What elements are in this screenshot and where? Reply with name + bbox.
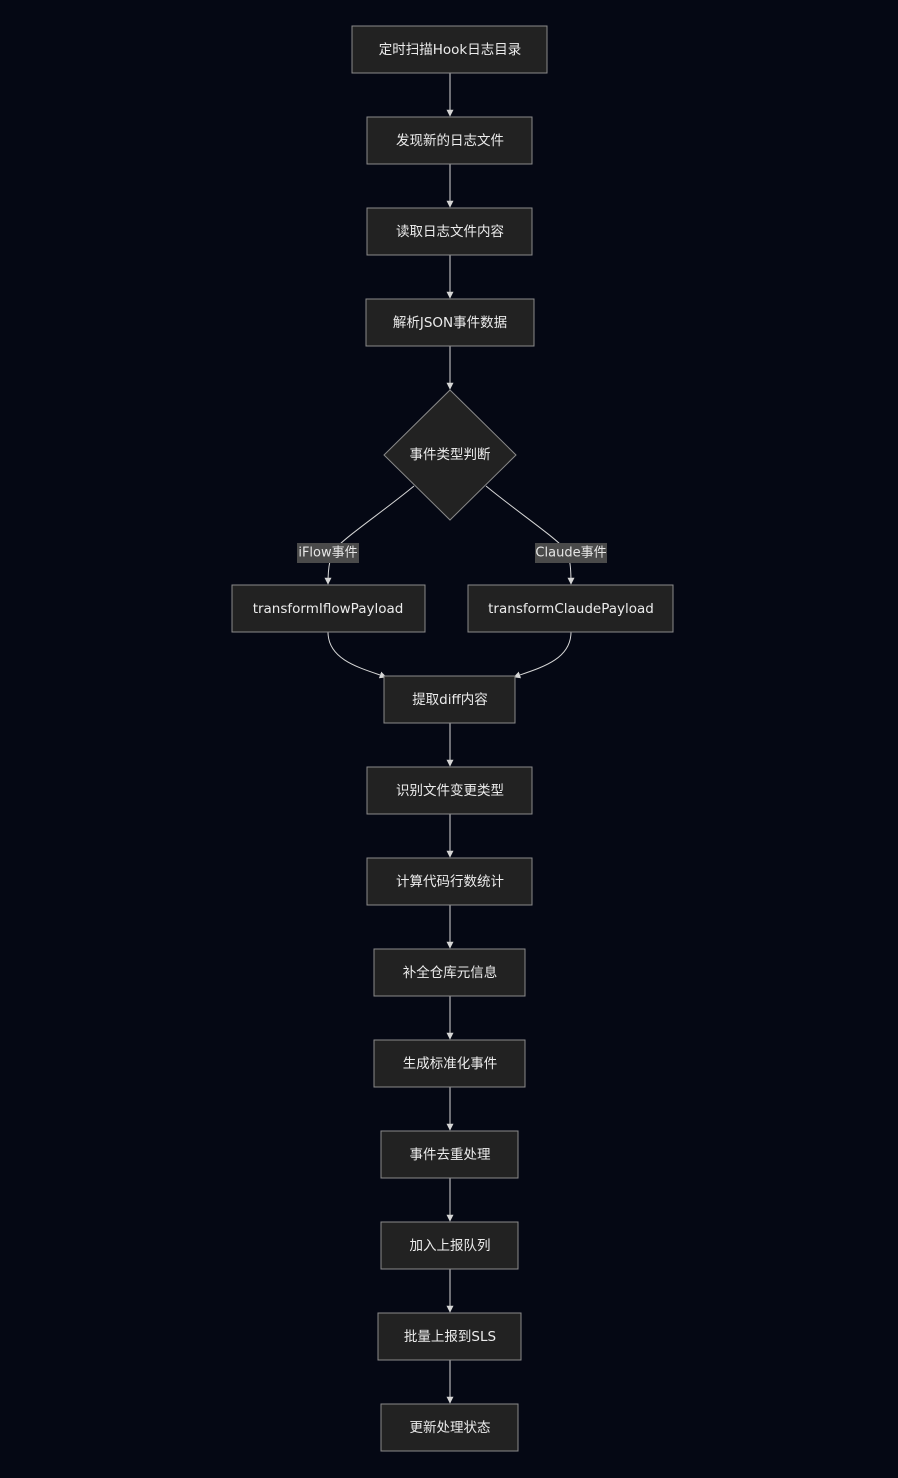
node-update-state-label: 更新处理状态 (410, 1420, 491, 1436)
node-extract-diff[interactable]: 提取diff内容 (383, 675, 516, 724)
edge-label-claude: Claude事件 (535, 543, 607, 563)
node-iflow-payload[interactable]: transformIflowPayload (231, 584, 426, 633)
node-identify-change[interactable]: 识别文件变更类型 (366, 766, 533, 815)
edge-judge-claude (485, 485, 575, 585)
node-identify-change-label: 识别文件变更类型 (396, 783, 504, 799)
node-update-state[interactable]: 更新处理状态 (380, 1403, 519, 1452)
node-parse-label: 解析JSON事件数据 (393, 315, 507, 331)
node-queue-label: 加入上报队列 (410, 1238, 491, 1254)
edge-label-iflow-text: iFlow事件 (298, 546, 357, 561)
edge-judge-iflow (324, 485, 415, 585)
node-judge[interactable]: 事件类型判断 (383, 389, 517, 521)
node-scan[interactable]: 定时扫描Hook日志目录 (351, 25, 548, 74)
node-queue[interactable]: 加入上报队列 (380, 1221, 519, 1270)
node-normalize-label: 生成标准化事件 (403, 1056, 498, 1072)
edge-label-iflow: iFlow事件 (297, 543, 359, 563)
node-parse[interactable]: 解析JSON事件数据 (365, 298, 535, 347)
node-claude-payload[interactable]: transformClaudePayload (467, 584, 674, 633)
edges (324, 73, 575, 1404)
node-repo-meta-label: 补全仓库元信息 (403, 964, 498, 981)
node-normalize[interactable]: 生成标准化事件 (373, 1039, 526, 1088)
node-repo-meta[interactable]: 补全仓库元信息 (373, 948, 526, 997)
node-read[interactable]: 读取日志文件内容 (366, 207, 533, 256)
edge-claude-extract (513, 631, 572, 679)
node-batch-report-label: 批量上报到SLS (404, 1329, 496, 1345)
node-extract-diff-label: 提取diff内容 (412, 691, 488, 708)
node-count-lines-label: 计算代码行数统计 (396, 874, 504, 890)
edge-label-claude-text: Claude事件 (535, 546, 606, 561)
node-batch-report[interactable]: 批量上报到SLS (377, 1312, 522, 1361)
node-dedup-label: 事件去重处理 (410, 1147, 491, 1163)
node-count-lines[interactable]: 计算代码行数统计 (366, 857, 533, 906)
node-judge-label: 事件类型判断 (410, 447, 491, 463)
node-discover[interactable]: 发现新的日志文件 (366, 116, 533, 165)
node-discover-label: 发现新的日志文件 (396, 133, 504, 149)
node-iflow-payload-label: transformIflowPayload (253, 601, 404, 617)
node-read-label: 读取日志文件内容 (396, 223, 504, 240)
node-scan-label: 定时扫描Hook日志目录 (379, 42, 522, 58)
node-claude-payload-label: transformClaudePayload (488, 601, 654, 617)
node-dedup[interactable]: 事件去重处理 (380, 1130, 519, 1179)
edge-iflow-extract (327, 631, 387, 679)
